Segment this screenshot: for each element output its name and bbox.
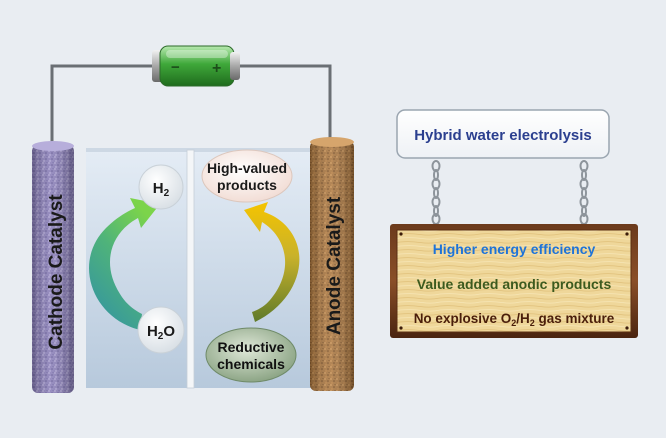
benefit-energy-efficiency: Higher energy efficiency xyxy=(433,241,596,257)
h2o-bubble: H2O xyxy=(137,306,185,354)
benefit3-pre: No explosive O xyxy=(414,311,512,326)
reductive-line2: chemicals xyxy=(217,356,285,372)
cathode-reaction-arrow xyxy=(89,198,160,330)
products-line1: High-valued xyxy=(207,160,287,176)
anode-electrode: Anode Catalyst xyxy=(310,137,354,391)
benefit-anodic-products: Value added anodic products xyxy=(417,276,612,292)
h2-subscript: 2 xyxy=(164,188,170,199)
battery-positive-sign: + xyxy=(212,60,221,77)
benefit3-mid: /H xyxy=(516,311,530,326)
anode-label: Anode Catalyst xyxy=(324,196,345,335)
anode-reaction-arrow xyxy=(244,202,300,322)
h2o-label-o: O xyxy=(163,323,175,340)
battery-icon: − + xyxy=(152,45,240,87)
benefit-no-explosive-mixture: No explosive O2/H2 gas mixture xyxy=(414,311,615,328)
svg-text:H2: H2 xyxy=(153,180,170,199)
benefit3-sub2: 2 xyxy=(530,318,535,328)
battery-negative-sign: − xyxy=(171,59,180,76)
separator-membrane xyxy=(186,149,195,389)
h2-label: H xyxy=(153,180,164,197)
products-line2: products xyxy=(217,177,277,193)
cathode-electrode: Cathode Catalyst xyxy=(32,141,74,393)
svg-text:H2O: H2O xyxy=(147,323,175,342)
sign-chain-right xyxy=(579,160,589,225)
reductive-line1: Reductive xyxy=(218,339,285,355)
reductive-chemicals-bubble: Reductive chemicals xyxy=(205,327,297,383)
benefit3-sub1: 2 xyxy=(511,318,516,328)
benefit3-post: gas mixture xyxy=(535,311,615,326)
h2o-label-h: H xyxy=(147,323,158,340)
sign-title: Hybrid water electrolysis xyxy=(414,127,592,144)
benefits-wood-sign: Higher energy efficiency Value added ano… xyxy=(390,224,638,338)
sign-title-board: Hybrid water electrolysis xyxy=(396,109,610,159)
h2o-subscript: 2 xyxy=(158,331,164,342)
circuit-wire xyxy=(50,64,332,150)
products-bubble: High-valued products xyxy=(201,149,293,203)
cathode-label: Cathode Catalyst xyxy=(46,194,67,350)
h2-bubble: H2 xyxy=(138,164,184,210)
